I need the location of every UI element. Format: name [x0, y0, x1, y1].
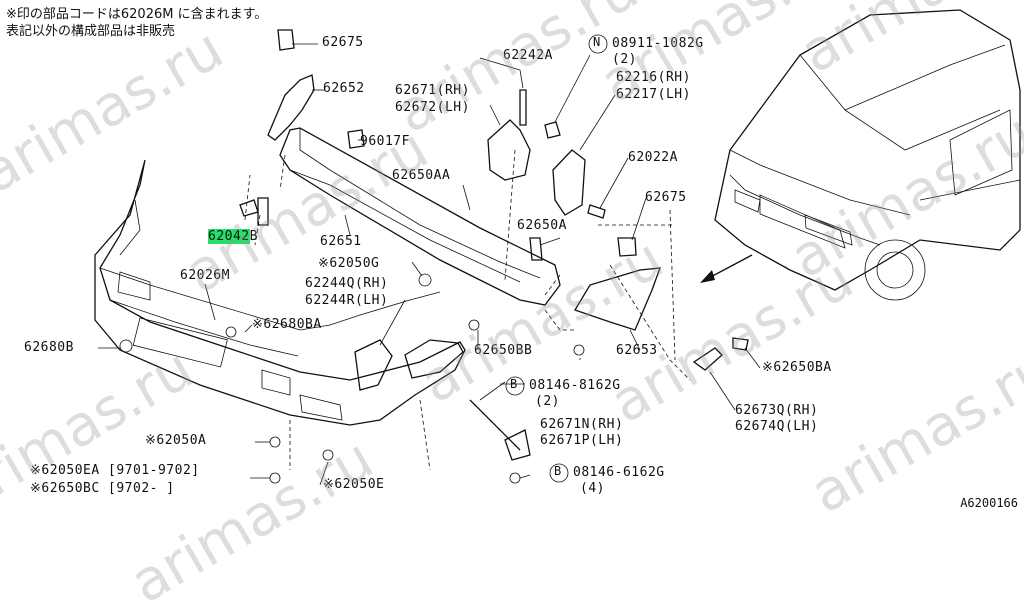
part-08911-1082G-qty: (2): [612, 52, 637, 67]
part-62650BB[interactable]: 62650BB: [474, 343, 533, 358]
part-62653[interactable]: 62653: [616, 343, 658, 358]
part-62050EA[interactable]: ※62050EA [9701-9702]: [30, 463, 200, 478]
part-62026M[interactable]: 62026M: [180, 268, 230, 283]
part-62042B-suffix: B: [249, 229, 258, 244]
part-62675-top[interactable]: 62675: [322, 35, 364, 50]
part-62650AA[interactable]: 62650AA: [392, 168, 451, 183]
parts-diagram: [94, 9, 1021, 486]
part-62042B-highlight: 62042: [208, 229, 250, 244]
part-62671P-lh[interactable]: 62671P(LH): [540, 433, 624, 448]
part-62674Q-lh[interactable]: 62674Q(LH): [735, 419, 819, 434]
part-62650A[interactable]: 62650A: [517, 218, 567, 233]
part-62050A[interactable]: ※62050A: [145, 433, 207, 448]
part-62217-lh[interactable]: 62217(LH): [616, 87, 691, 102]
part-08146-8162G-qty: (2): [535, 394, 560, 409]
part-62022A[interactable]: 62022A: [628, 150, 678, 165]
part-62650BA[interactable]: ※62650BA: [762, 360, 832, 375]
circle-b-mark-2: B: [554, 464, 562, 478]
part-62680B[interactable]: 62680B: [24, 340, 74, 355]
part-62671N-rh[interactable]: 62671N(RH): [540, 417, 624, 432]
part-08146-6162G[interactable]: 08146-6162G: [573, 465, 665, 480]
part-62675-right[interactable]: 62675: [645, 190, 687, 205]
part-62673Q-rh[interactable]: 62673Q(RH): [735, 403, 819, 418]
part-96017F[interactable]: 96017F: [360, 134, 410, 149]
part-62652[interactable]: 62652: [323, 81, 365, 96]
part-08146-8162G[interactable]: 08146-8162G: [529, 378, 621, 393]
part-62050G[interactable]: ※62050G: [318, 256, 380, 271]
part-62650BC[interactable]: ※62650BC [9702- ]: [30, 481, 175, 496]
part-62042B[interactable]: 62042B: [208, 229, 258, 244]
diagram-code: A6200166: [960, 496, 1018, 510]
part-62216-rh[interactable]: 62216(RH): [616, 70, 691, 85]
part-08911-1082G[interactable]: 08911-1082G: [612, 36, 704, 51]
part-08146-6162G-qty: (4): [580, 481, 605, 496]
part-62242A[interactable]: 62242A: [503, 48, 553, 63]
circle-b-mark-1: B: [510, 377, 518, 391]
note-not-sold-separately: 表記以外の構成部品は非販売: [6, 24, 176, 39]
part-62651[interactable]: 62651: [320, 234, 362, 249]
note-codes-included: ※印の部品コードは62026M に含まれます。: [6, 7, 268, 22]
part-62050E[interactable]: ※62050E: [323, 477, 385, 492]
circle-n-mark: N: [593, 35, 601, 49]
part-62680BA[interactable]: ※62680BA: [252, 317, 322, 332]
part-62672-lh[interactable]: 62672(LH): [395, 100, 470, 115]
part-62244Q-rh[interactable]: 62244Q(RH): [305, 276, 389, 291]
part-62244R-lh[interactable]: 62244R(LH): [305, 293, 389, 308]
part-62671-rh[interactable]: 62671(RH): [395, 83, 470, 98]
